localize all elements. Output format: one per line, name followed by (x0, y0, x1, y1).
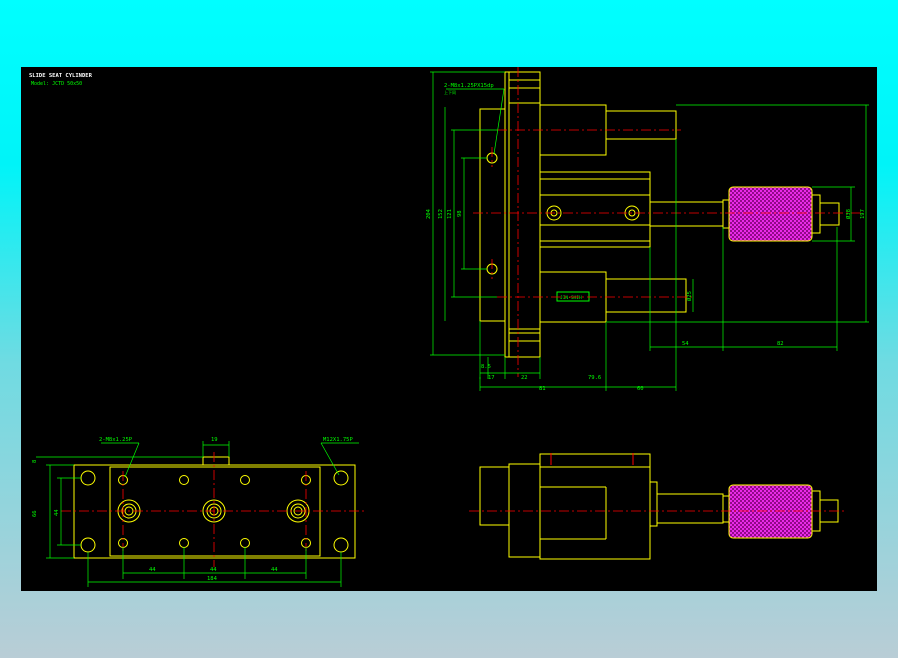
dim-22: 22 (521, 375, 528, 381)
dim-79-6: 79.6 (588, 375, 601, 381)
top-view (469, 453, 847, 560)
dim-197: 197 (860, 209, 866, 219)
dim-60: 60 (637, 386, 644, 392)
dim-44-b: 44 (210, 567, 217, 573)
dim-121: 121 (447, 209, 453, 219)
cylinder-body (539, 171, 730, 248)
drawing-sheet: SLIDE SEAT CYLINDER Model: JCTD 50x50 (21, 67, 877, 591)
dimension-text-side: 2-M8x1.25PX15dp 上下同 204 152 121 98 8.5 1… (426, 83, 866, 392)
dim-184: 184 (207, 576, 218, 582)
bottom-view: 2-M8x1.25P M12X1.75P 19 8 66 44 44 44 44… (32, 437, 366, 587)
dim-204: 204 (426, 208, 432, 219)
drawing-model: Model: JCTD 50x50 (31, 81, 82, 87)
dim-54: 54 (682, 341, 689, 347)
guide-rods (539, 104, 687, 323)
dim-d25: Ø25 (686, 291, 693, 301)
dim-81: 81 (539, 386, 546, 392)
drawing-title: SLIDE SEAT CYLINDER (29, 73, 93, 79)
dim-19: 19 (211, 437, 218, 443)
cad-drawing: SLIDE SEAT CYLINDER Model: JCTD 50x50 (29, 67, 869, 587)
callout-sub: 上下同 (444, 89, 456, 95)
dim-152: 152 (438, 209, 444, 219)
knurled-knob-side (728, 186, 840, 242)
dim-98: 98 (457, 210, 463, 217)
dim-8: 8 (32, 460, 38, 463)
dim-8-5: 8.5 (481, 364, 491, 370)
dim-44-c: 44 (271, 567, 278, 573)
dim-d38: Ø38 (845, 209, 852, 219)
callout-holes: 2-M8x1.25PX15dp (444, 83, 494, 89)
centerlines-side (473, 67, 863, 377)
callout-right: M12X1.75P (323, 437, 353, 443)
nameplate-text: JIN-SHIH (560, 295, 582, 301)
side-view: JIN-SHIH (426, 67, 869, 392)
callout-left: 2-M8x1.25P (99, 437, 133, 443)
dim-82: 82 (777, 341, 784, 347)
dim-44-a: 44 (149, 567, 156, 573)
dim-44-v: 44 (54, 509, 60, 516)
dim-66: 66 (32, 510, 38, 517)
dimension-lines-side (430, 71, 869, 391)
knurled-knob-top (728, 484, 813, 539)
dim-17: 17 (488, 375, 495, 381)
nameplate (556, 291, 590, 302)
mount-holes-side (486, 152, 640, 275)
flange-plate (479, 71, 541, 358)
